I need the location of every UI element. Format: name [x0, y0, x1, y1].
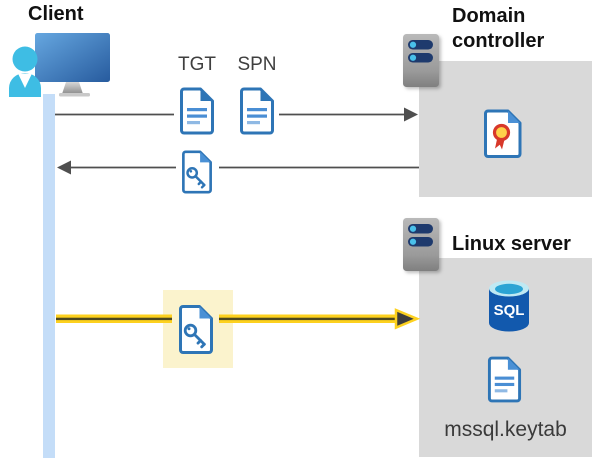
spn-label: SPN: [237, 54, 277, 75]
highlighted-key-document-icon: [179, 305, 213, 354]
domain-controller-server-icon: [403, 34, 439, 87]
keytab-filename-label: mssql.keytab: [444, 418, 567, 441]
arrow-left-icon: [57, 160, 71, 175]
certificate-document-icon: [484, 109, 522, 158]
client-user-monitor-icon: [9, 33, 110, 97]
spn-document-icon: [240, 87, 274, 135]
arrow-right-icon: [404, 107, 418, 122]
sql-database-icon: SQL: [489, 280, 529, 332]
yellow-arrow-client-to-linux: [56, 308, 421, 330]
sql-label: SQL: [494, 302, 525, 319]
client-lifeline: [43, 94, 55, 458]
ticket-key-document-icon: [182, 150, 212, 194]
client-label: Client: [28, 3, 84, 25]
linux-server-label: Linux server: [452, 233, 571, 255]
tgt-label: TGT: [178, 54, 216, 75]
yellow-arrow-right-icon: [394, 308, 421, 330]
linux-server-icon: [403, 218, 439, 271]
domain-controller-label: Domain controller: [452, 5, 545, 52]
keytab-document-icon: [487, 356, 522, 403]
tgt-document-icon: [180, 87, 214, 135]
